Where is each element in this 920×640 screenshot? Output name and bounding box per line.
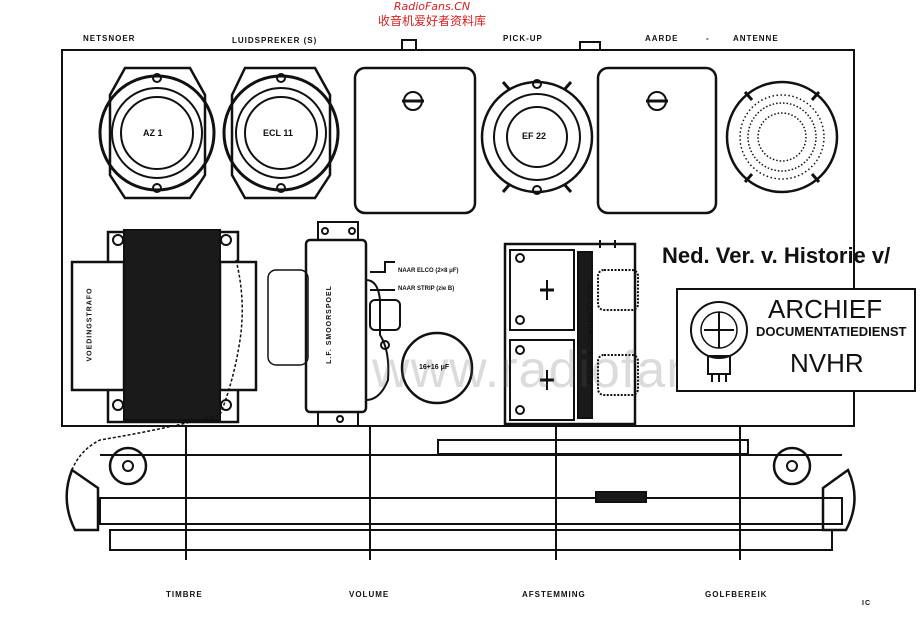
watermark-site: RadioFans.CN	[393, 0, 471, 13]
tuning-capacitor	[503, 240, 639, 426]
archive-line2: DOCUMENTATIEDIENST	[756, 324, 907, 339]
label-pickup: PICK-UP	[503, 34, 543, 43]
tube-label-ef22: EF 22	[522, 131, 547, 141]
tube-socket-empty	[725, 80, 839, 194]
label-naar-elco: NAAR ELCO (2×8 μF)	[398, 268, 459, 274]
label-voedingstrafo: VOEDINGSTRAFO	[86, 287, 94, 362]
dial-mechanism	[65, 426, 856, 560]
choke-coil	[267, 221, 401, 427]
watermark-chinese: 收音机爱好者资料库	[378, 14, 487, 28]
tube-label-az1: AZ 1	[143, 128, 163, 138]
label-condenser: 16+16 μF	[419, 364, 450, 371]
shield-can-left	[353, 66, 477, 215]
tube-ef22	[480, 79, 594, 195]
watermark: RadioFans.CN 收音机爱好者资料库	[378, 0, 486, 28]
label-afstem-condensator: AFSTEM-CONDENSATOR	[588, 281, 596, 386]
label-golfbereik: GOLFBEREIK	[705, 590, 768, 599]
label-volume: VOLUME	[349, 590, 390, 599]
archive-line3: NVHR	[790, 348, 864, 378]
shield-can-right	[596, 66, 718, 215]
chassis-outline	[61, 49, 855, 427]
electrolytic-capacitor	[400, 331, 474, 405]
label-naar-strip: NAAR STRIP (zie B)	[398, 286, 455, 292]
label-netsnoer: NETSNOER	[83, 34, 136, 43]
archive-stamp: ARCHIEF DOCUMENTATIEDIENST NVHR	[676, 288, 916, 392]
tube-label-ecl11: ECL 11	[263, 128, 293, 138]
archive-line1: ARCHIEF	[768, 294, 883, 324]
label-lf-smoorspoel: L.F. SMOORSPOEL	[325, 285, 333, 364]
label-timbre: TIMBRE	[166, 590, 203, 599]
label-luidspreker: LUIDSPREKER (S)	[232, 36, 318, 45]
power-transformer	[70, 229, 258, 471]
label-antenne: ANTENNE	[733, 34, 779, 43]
radio-tube-logo	[690, 301, 748, 382]
label-afstemming: AFSTEMMING	[522, 590, 586, 599]
tube-az1	[98, 66, 216, 200]
archive-header: Ned. Ver. v. Historie v/	[662, 243, 891, 268]
corner-mark: IC	[862, 600, 871, 607]
label-dash: -	[706, 34, 710, 43]
label-aarde: AARDE	[645, 34, 679, 43]
tube-ecl11	[222, 66, 340, 200]
